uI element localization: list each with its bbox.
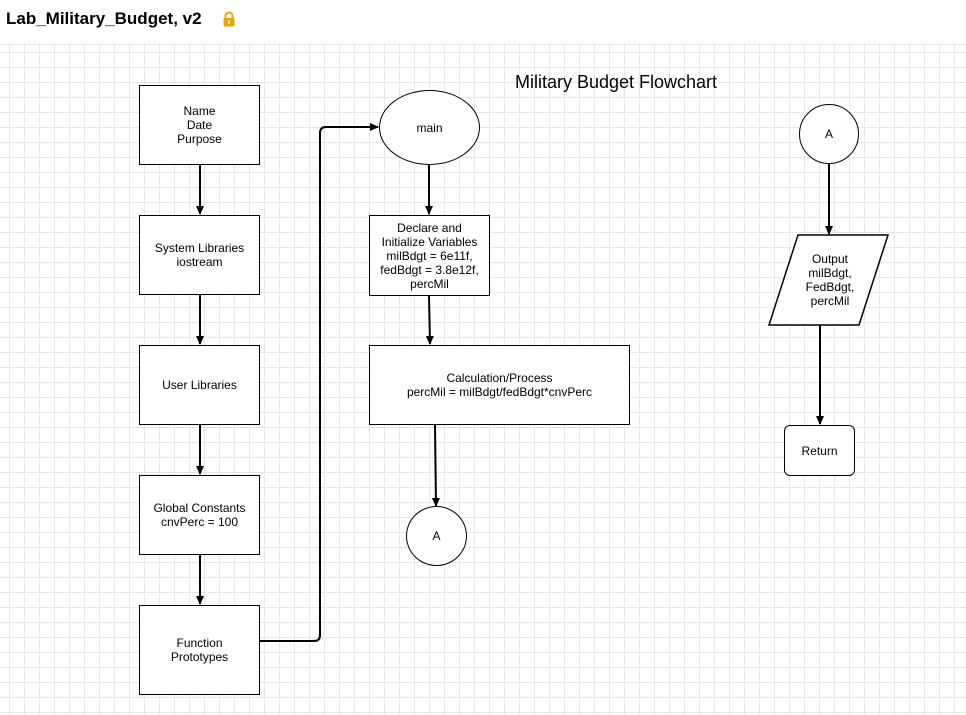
connector-a-out[interactable]: A	[406, 506, 467, 566]
output-label[interactable]: Output milBdgt, FedBdgt, percMil	[805, 252, 855, 308]
declare-variables-node[interactable]: Declare and Initialize Variables milBdgt…	[369, 215, 490, 296]
system-libraries-node[interactable]: System Libraries iostream	[139, 215, 260, 295]
edge-calc-to-connector	[431, 424, 440, 507]
document-title[interactable]: Lab_Military_Budget, v2	[6, 9, 202, 28]
header-info-node[interactable]: Name Date Purpose	[139, 85, 260, 165]
edge-prototypes-to-main	[259, 123, 379, 642]
edge-declare-to-calc	[425, 295, 434, 345]
user-libraries-label: User Libraries	[162, 378, 237, 392]
lock-icon[interactable]	[221, 11, 237, 27]
document-header: Lab_Military_Budget, v2	[0, 0, 966, 45]
calculation-node[interactable]: Calculation/Process percMil = milBdgt/fe…	[369, 345, 630, 425]
global-constants-node[interactable]: Global Constants cnvPerc = 100	[139, 475, 260, 555]
function-prototypes-node[interactable]: Function Prototypes	[139, 605, 260, 695]
main-label: main	[416, 120, 443, 135]
connector-a-in-label: A	[824, 127, 833, 141]
system-libraries-label: System Libraries iostream	[154, 241, 245, 269]
user-libraries-node[interactable]: User Libraries	[139, 345, 260, 425]
connector-a-in[interactable]: A	[799, 104, 859, 164]
header-info-label: Name Date Purpose	[177, 104, 222, 146]
output-parallelogram	[767, 234, 890, 326]
return-label: Return	[801, 443, 838, 458]
connector-lines	[196, 123, 890, 642]
connector-a-out-label: A	[432, 529, 441, 543]
diagram-canvas[interactable]: Military Budget Flowchart Name Date Purp…	[0, 45, 966, 715]
declare-variables-label: Declare and Initialize Variables milBdgt…	[380, 220, 479, 291]
calculation-label: Calculation/Process percMil = milBdgt/fe…	[406, 371, 593, 399]
main-terminal-node[interactable]: main	[379, 90, 480, 165]
diagram-title: Military Budget Flowchart	[514, 72, 718, 92]
function-prototypes-label: Function Prototypes	[170, 636, 229, 664]
return-terminal-node[interactable]: Return	[784, 425, 855, 476]
global-constants-label: Global Constants cnvPerc = 100	[153, 501, 246, 529]
